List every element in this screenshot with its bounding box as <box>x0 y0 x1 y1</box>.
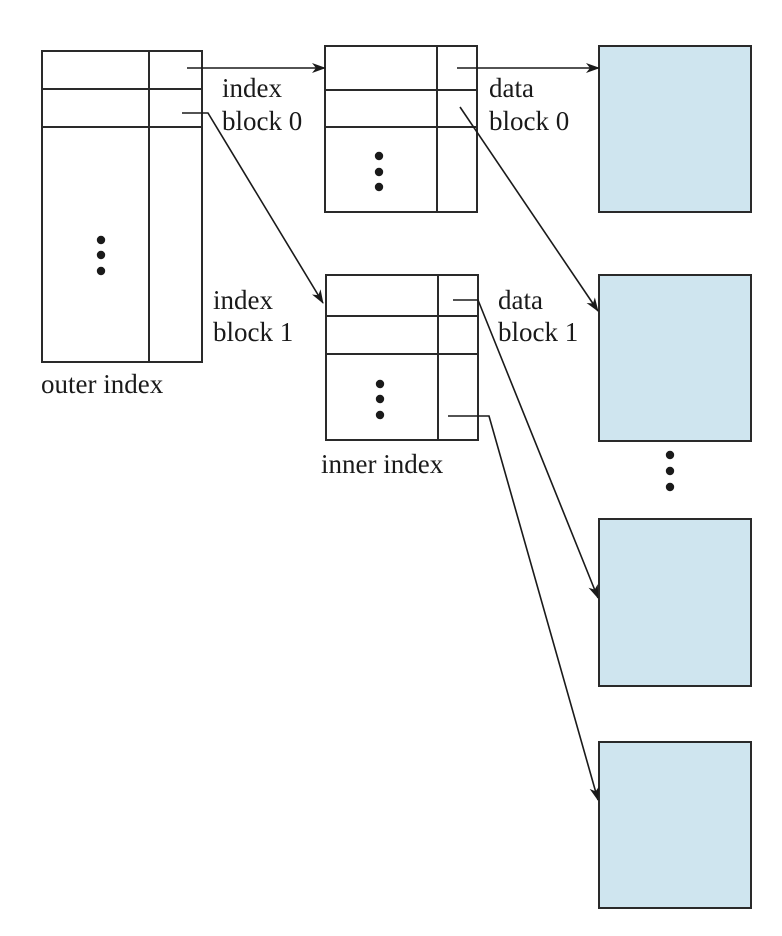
index-block-1-label-line1: index <box>213 285 273 315</box>
index-block-0-ellipsis-icon <box>374 151 384 192</box>
arrow-index-block-1-to-data-block-3 <box>448 415 600 801</box>
index-block-1-ellipsis-icon <box>375 379 385 420</box>
data-block-1-label-line1: data <box>498 285 543 315</box>
data-block-1 <box>598 274 752 442</box>
arrow-index-block-0-to-data-block-1 <box>459 106 599 312</box>
arrow-outer-to-index-block-1 <box>182 112 324 304</box>
index-block-0-label-line1: index <box>222 73 282 103</box>
outer-index-table <box>41 50 203 363</box>
data-block-3 <box>598 741 752 909</box>
index-block-0-table <box>324 45 478 213</box>
inner-index-label: inner index <box>321 449 444 479</box>
data-block-1-label-line2: block 1 <box>498 317 578 347</box>
index-block-0-frame <box>324 45 478 213</box>
data-block-0-label-line1: data <box>489 73 534 103</box>
index-block-1-label-line2: block 1 <box>213 317 293 347</box>
data-blocks-ellipsis-icon <box>665 450 675 492</box>
data-block-2 <box>598 518 752 687</box>
data-block-0 <box>598 45 752 213</box>
outer-index-frame <box>41 50 203 363</box>
index-block-0-label-line2: block 0 <box>222 106 302 136</box>
index-block-1-frame <box>325 274 479 441</box>
index-block-1-table <box>325 274 479 441</box>
arrow-index-block-1-to-data-block-2 <box>453 299 599 599</box>
data-block-0-label-line2: block 0 <box>489 106 569 136</box>
outer-index-ellipsis-icon <box>96 235 106 276</box>
outer-index-label: outer index <box>41 369 164 399</box>
